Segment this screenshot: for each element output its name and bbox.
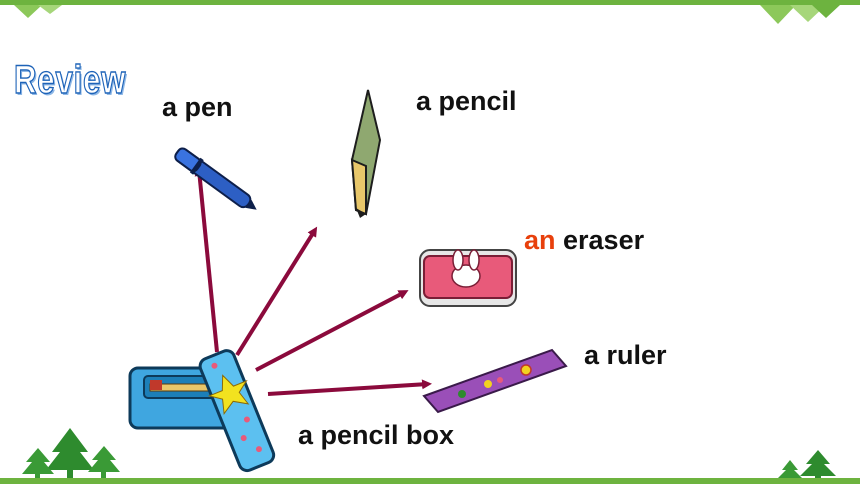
top-border <box>0 0 860 5</box>
label-eraser: an eraser <box>524 225 644 256</box>
tree-icon <box>800 450 836 478</box>
triangle-decor <box>38 5 62 14</box>
label-pencil: a pencil <box>416 86 517 116</box>
label-ruler: a ruler <box>584 340 667 370</box>
arrow-to-pencil <box>235 226 318 357</box>
arrow-to-eraser <box>255 290 409 372</box>
arrow-to-ruler <box>267 379 432 396</box>
label-pencil-box: a pencil box <box>298 420 455 450</box>
bottom-border <box>0 478 860 484</box>
triangle-decor <box>14 5 42 18</box>
label-eraser-word: eraser <box>555 225 645 255</box>
ruler-icon <box>422 348 568 414</box>
triangle-decor <box>760 5 796 24</box>
pencil-icon <box>350 89 382 218</box>
slide-title: Review <box>13 57 127 102</box>
pen-icon <box>174 147 257 210</box>
arrows <box>194 166 432 396</box>
label-pen: a pen <box>162 92 233 122</box>
tree-icon <box>46 428 94 478</box>
tree-icon <box>88 446 120 478</box>
tree-icon <box>22 448 54 478</box>
pencil-box-icon <box>128 349 276 473</box>
triangle-decor <box>812 5 840 18</box>
tree-icon <box>778 460 802 478</box>
label-eraser-article: an <box>524 225 556 255</box>
eraser-icon <box>419 249 517 307</box>
arrow-to-pen <box>194 166 219 353</box>
